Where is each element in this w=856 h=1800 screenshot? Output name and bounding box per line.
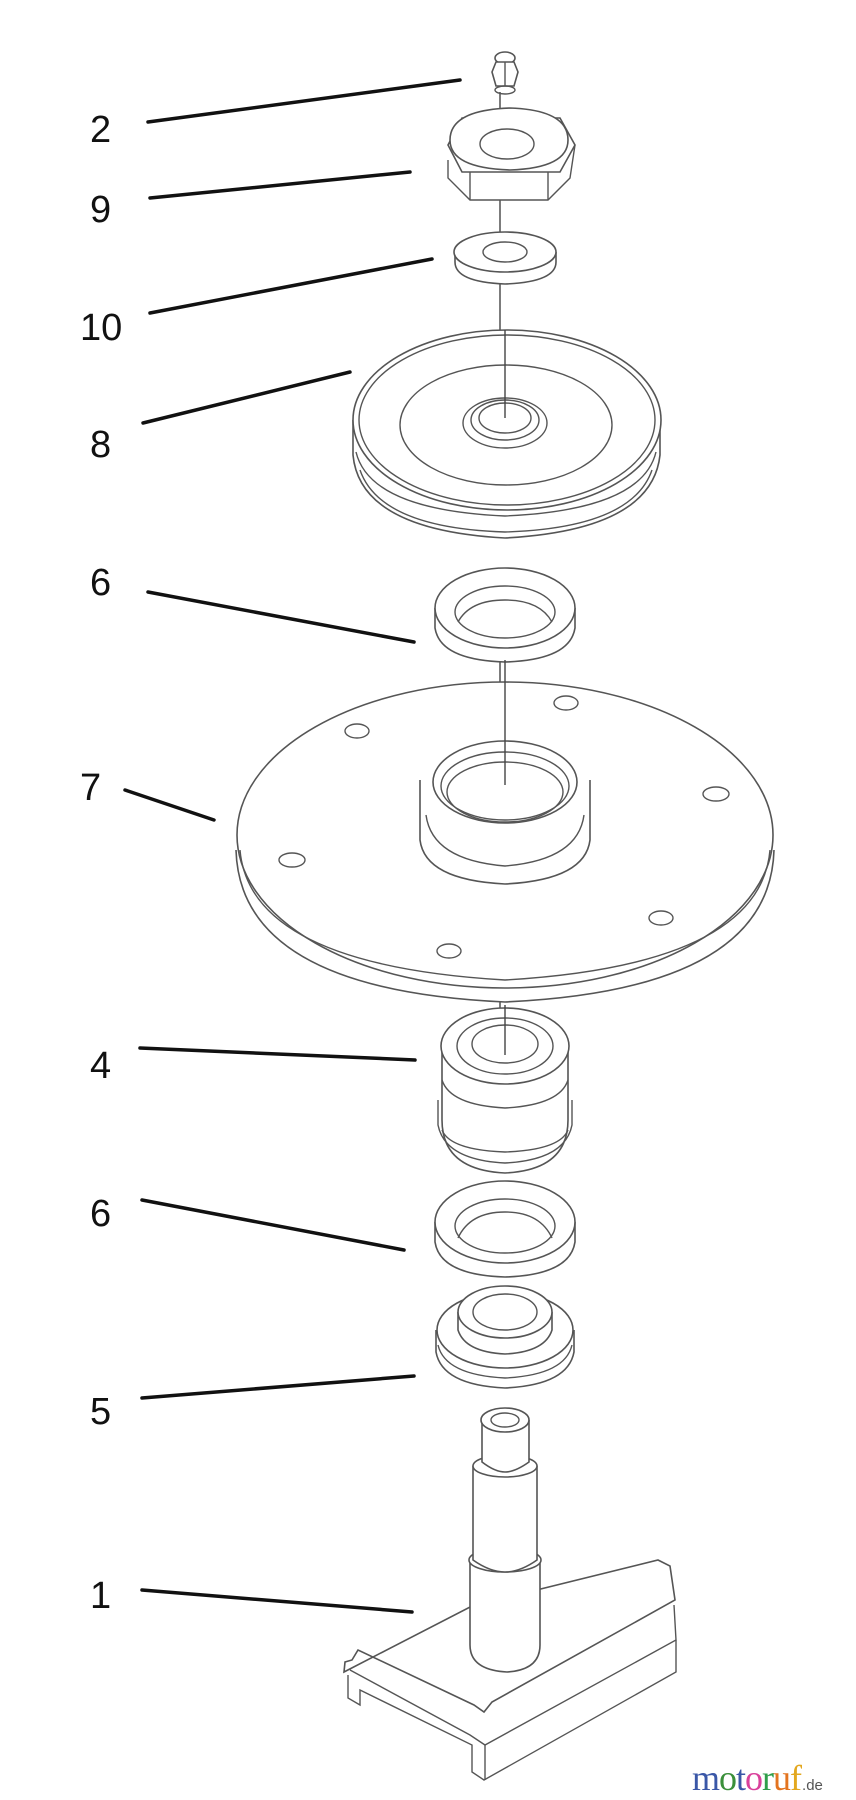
callout-6-lower: 6	[90, 1193, 111, 1235]
leader-6-upper	[146, 590, 416, 644]
leader-9	[148, 170, 412, 200]
part-bearing[interactable]	[437, 1005, 573, 1174]
leader-4	[138, 1046, 417, 1062]
logo-letter: o	[745, 1758, 763, 1798]
part-pulley[interactable]	[352, 329, 662, 539]
leader-6-lower	[140, 1198, 406, 1252]
leader-2	[146, 78, 462, 124]
part-washer[interactable]	[453, 231, 557, 285]
logo-letter: t	[736, 1758, 746, 1798]
callout-10: 10	[80, 307, 122, 349]
part-housing-flange[interactable]	[235, 660, 775, 1003]
leader-7	[123, 788, 216, 822]
callout-labels: 2 9 10 8 6 7 4 6 5 1	[80, 109, 122, 1617]
part-spacer[interactable]	[435, 1285, 575, 1389]
logo-letter: r	[762, 1758, 774, 1798]
leader-1	[140, 1588, 414, 1614]
callout-9: 9	[90, 189, 111, 231]
logo-letter: o	[719, 1758, 737, 1798]
logo-letter: m	[692, 1758, 720, 1798]
logo-tld: .de	[802, 1777, 823, 1794]
callout-4: 4	[90, 1045, 111, 1087]
part-grease-fitting[interactable]	[491, 51, 519, 95]
callout-7: 7	[80, 767, 101, 809]
part-spindle-shaft[interactable]	[343, 1407, 677, 1781]
motoruf-watermark-logo: motoruf.de	[692, 1757, 823, 1799]
leader-8	[141, 370, 352, 425]
callout-8: 8	[90, 424, 111, 466]
callout-5: 5	[90, 1391, 111, 1433]
logo-letter: u	[773, 1758, 791, 1798]
part-hex-nut[interactable]	[447, 107, 576, 201]
part-seal-upper[interactable]	[434, 567, 576, 663]
callout-6-upper: 6	[90, 562, 111, 604]
leader-lines	[123, 78, 462, 1614]
callout-2: 2	[90, 109, 111, 151]
part-seal-lower[interactable]	[434, 1180, 576, 1278]
callout-1: 1	[90, 1575, 111, 1617]
leader-5	[140, 1374, 416, 1400]
leader-10	[148, 257, 434, 315]
logo-letter: f	[790, 1758, 802, 1798]
